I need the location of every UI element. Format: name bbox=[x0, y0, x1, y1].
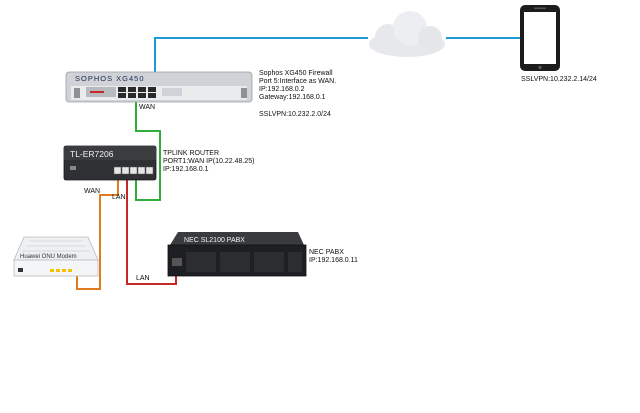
pabx-info: NEC PABX IP:192.168.0.11 bbox=[309, 249, 358, 265]
pabx-info-line: IP:192.168.0.11 bbox=[309, 257, 358, 264]
cloud-icon bbox=[369, 11, 445, 57]
phone-info: SSLVPN:10.232.2.14/24 bbox=[521, 76, 597, 83]
router-info-line: IP:192.168.0.1 bbox=[163, 166, 209, 173]
router-wan-label: WAN bbox=[84, 188, 101, 195]
firewall-info: Sophos XG450 Firewall Port 5:Interface a… bbox=[259, 70, 336, 119]
firewall-device-label: SOPHOS XG450 bbox=[75, 74, 145, 83]
router-info-line: TPLINK ROUTER bbox=[163, 150, 220, 157]
modem-device-label: Huawei ONU Modem bbox=[20, 254, 77, 260]
pabx-info-line: NEC PABX bbox=[309, 249, 344, 256]
pabx-device: NEC SL2100 PABX bbox=[167, 232, 307, 277]
firewall-info-line bbox=[259, 102, 336, 111]
pabx-lan-label: LAN bbox=[136, 275, 150, 282]
router-info-line: PORT1:WAN IP(10.22.48.25) bbox=[163, 158, 255, 165]
router-device: TL-ER7206 bbox=[63, 145, 157, 181]
firewall-device: SOPHOS XG450 bbox=[65, 71, 253, 103]
firewall-info-line: Port 5:Interface as WAN. bbox=[259, 78, 337, 85]
firewall-info-line: Sophos XG450 Firewall bbox=[259, 70, 333, 77]
orange-link-router-modem bbox=[76, 180, 119, 290]
router-lan-label: LAN bbox=[112, 194, 126, 201]
green-link-firewall-router bbox=[135, 100, 161, 201]
router-device-label: TL-ER7206 bbox=[70, 149, 114, 159]
smartphone-icon bbox=[520, 5, 560, 71]
firewall-info-line: Gateway:192.168.0.1 bbox=[259, 94, 326, 101]
router-info: TPLINK ROUTER PORT1:WAN IP(10.22.48.25) … bbox=[163, 150, 254, 174]
firewall-info-line: SSLVPN:10.232.2.0/24 bbox=[259, 111, 331, 118]
pabx-device-label: NEC SL2100 PABX bbox=[184, 237, 245, 244]
modem-device: Huawei ONU Modem bbox=[13, 236, 99, 277]
internet-link-firewall-cloud bbox=[154, 37, 368, 73]
firewall-info-line: IP:192.168.0.2 bbox=[259, 86, 305, 93]
firewall-wan-label: WAN bbox=[139, 104, 156, 111]
